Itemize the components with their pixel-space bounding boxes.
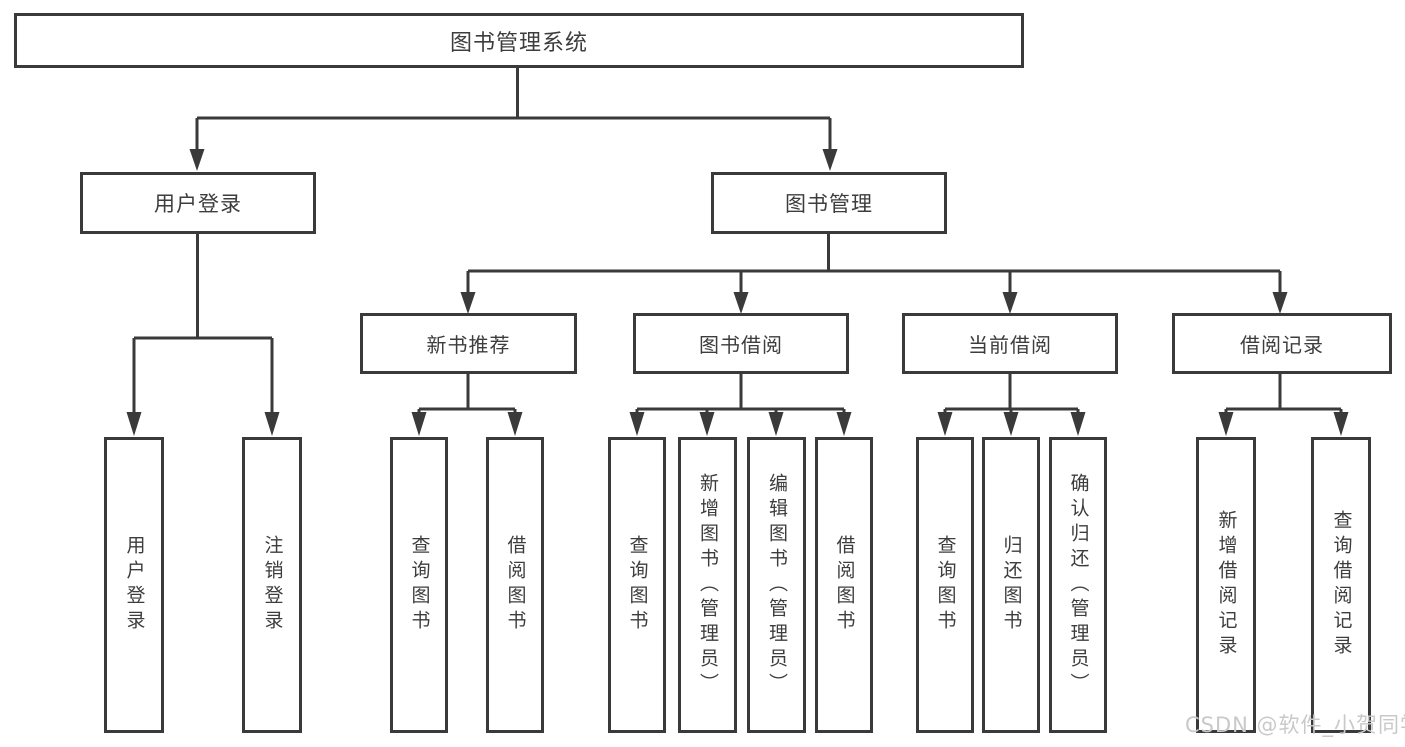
- leaf-query-books-newbook: 查询图书: [390, 437, 448, 733]
- leaf-confirm-return-admin: 确认归还（管理员）: [1049, 437, 1107, 733]
- node-label: 用户登录: [154, 192, 242, 216]
- leaf-add-borrow-record: 新增借阅记录: [1196, 437, 1256, 733]
- leaf-query-books-borrowing: 查询图书: [608, 437, 666, 733]
- csdn-watermark: CSDN @软件_小贺同学: [1185, 713, 1405, 737]
- leaf-label: 查询图书: [408, 535, 431, 635]
- node-new-book-recommendation: 新书推荐: [360, 313, 577, 374]
- node-book-borrowing: 图书借阅: [633, 313, 849, 374]
- leaf-query-borrow-record: 查询借阅记录: [1311, 437, 1371, 733]
- leaf-label: 查询借阅记录: [1330, 510, 1353, 660]
- node-borrowing-records: 借阅记录: [1172, 313, 1392, 374]
- leaf-label: 用户登录: [123, 535, 146, 635]
- leaf-label: 查询图书: [626, 535, 649, 635]
- leaf-label: 查询图书: [934, 535, 957, 635]
- node-label: 借阅记录: [1240, 333, 1324, 357]
- arrowheads: [126, 149, 1349, 436]
- node-current-borrowing: 当前借阅: [902, 313, 1118, 374]
- leaf-query-books-current: 查询图书: [916, 437, 974, 733]
- leaf-label: 新增借阅记录: [1215, 510, 1238, 660]
- leaf-borrow-books-borrowing: 借阅图书: [815, 437, 873, 733]
- leaf-label: 新增图书（管理员）: [697, 472, 719, 698]
- node-label: 图书借阅: [699, 333, 783, 357]
- leaf-edit-book-admin: 编辑图书（管理员）: [747, 437, 806, 733]
- leaf-logout: 注销登录: [242, 437, 302, 733]
- leaf-label: 归还图书: [1000, 535, 1023, 635]
- leaf-label: 借阅图书: [504, 535, 527, 635]
- node-label: 当前借阅: [968, 333, 1052, 357]
- node-library-management-system: 图书管理系统: [14, 13, 1024, 68]
- leaf-label: 确认归还（管理员）: [1067, 472, 1090, 698]
- node-label: 图书管理系统: [449, 30, 588, 56]
- leaf-return-book: 归还图书: [982, 437, 1040, 733]
- node-book-management-branch: 图书管理: [711, 172, 947, 234]
- leaf-borrow-books-newbook: 借阅图书: [486, 437, 544, 733]
- leaf-label: 注销登录: [261, 535, 284, 635]
- node-label: 新书推荐: [426, 333, 511, 357]
- leaf-user-login: 用户登录: [104, 437, 164, 733]
- node-user-login-branch: 用户登录: [80, 172, 316, 234]
- leaf-label: 借阅图书: [833, 535, 856, 635]
- node-label: 图书管理: [785, 192, 873, 216]
- leaf-add-book-admin: 新增图书（管理员）: [678, 437, 737, 733]
- leaf-label: 编辑图书（管理员）: [766, 472, 788, 698]
